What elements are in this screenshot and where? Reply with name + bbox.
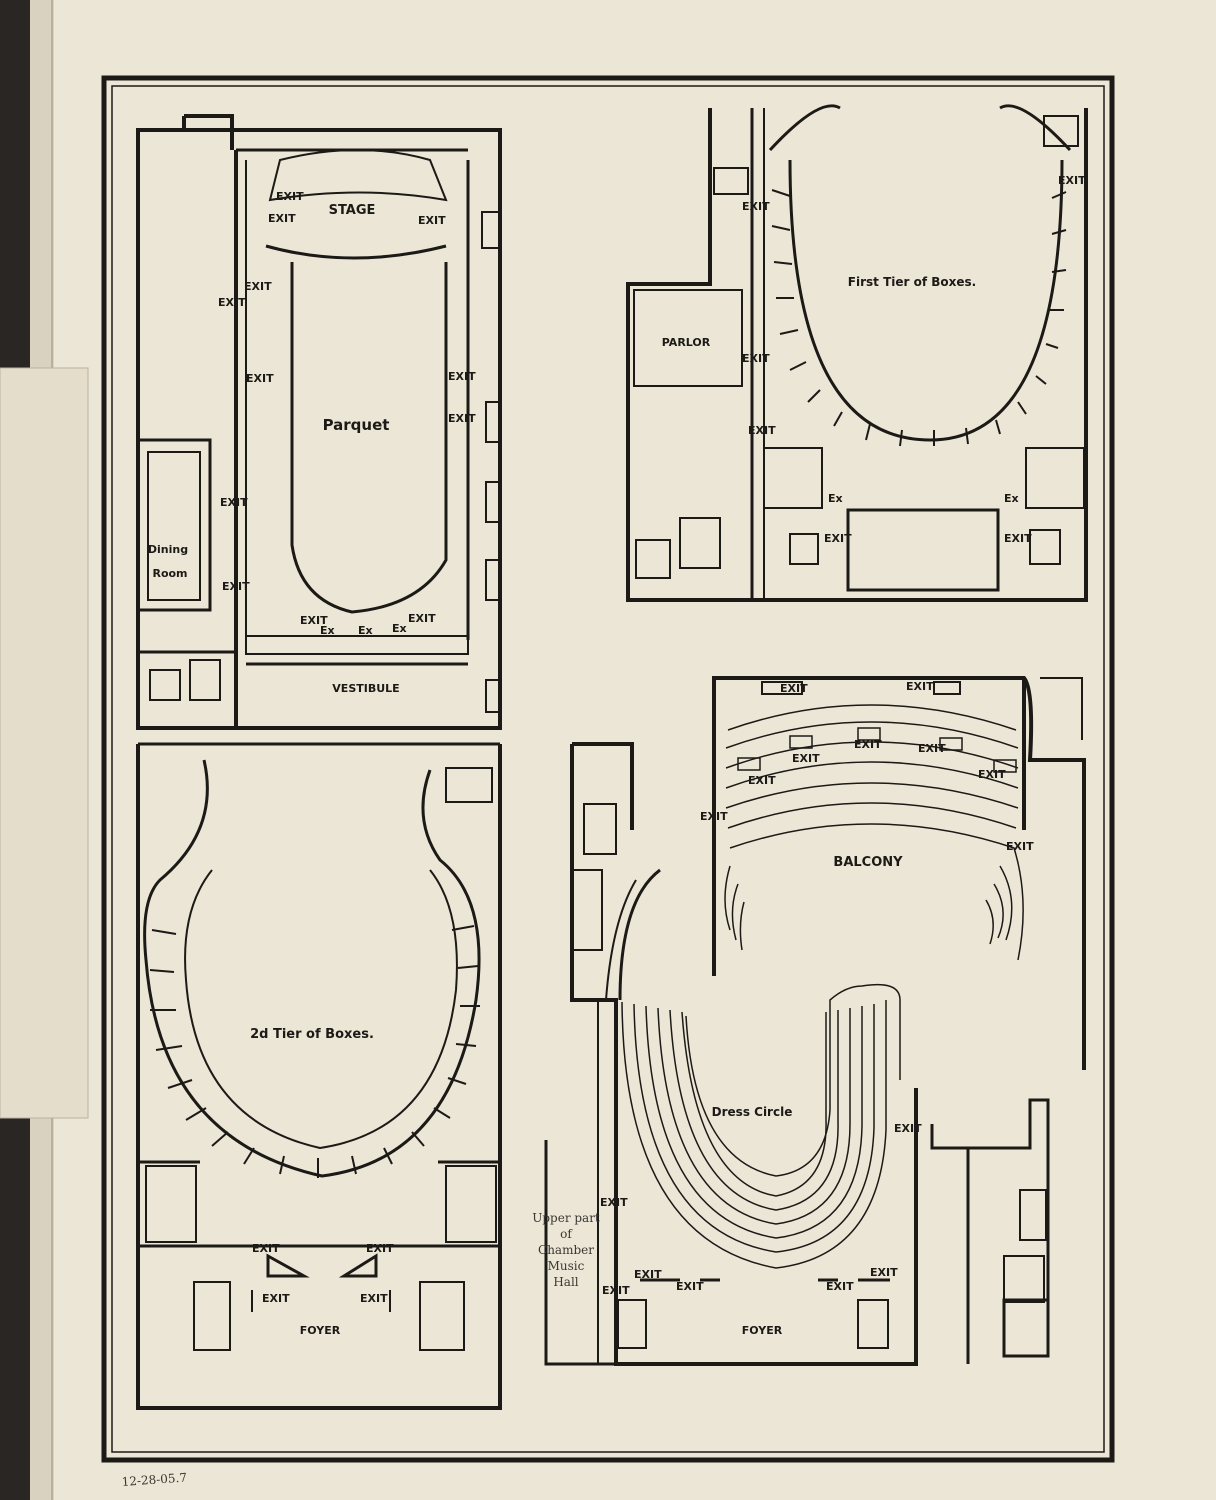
dress-circle-exit-1: EXIT — [894, 1122, 922, 1135]
parquet-exit-10: EXIT — [222, 580, 250, 593]
balcony-exit-6: EXIT — [918, 742, 946, 755]
balcony-exit-3: EXIT — [748, 774, 776, 787]
first-tier-title: First Tier of Boxes. — [848, 275, 976, 289]
first-tier-exit-5: EXIT — [824, 532, 852, 545]
chamber-note-line-5: Hall — [553, 1275, 578, 1289]
balcony-title: BALCONY — [833, 855, 903, 870]
balcony-seat-rows — [724, 704, 1024, 961]
second-tier-exit-2: EXIT — [366, 1242, 394, 1255]
first-tier-exit-3: EXIT — [742, 352, 770, 365]
balcony-exit-8: EXIT — [700, 810, 728, 823]
dress-circle-seat-rows — [621, 983, 901, 1269]
balcony-exit-4: EXIT — [792, 752, 820, 765]
balcony-exit-1: EXIT — [780, 682, 808, 695]
parquet-exit-12: EXIT — [408, 612, 436, 625]
parquet-exit-7: EXIT — [448, 370, 476, 383]
dress-circle-exit-3: EXIT — [634, 1268, 662, 1281]
parquet-vestibule-label: VESTIBULE — [332, 682, 399, 695]
second-tier-exit-3: EXIT — [262, 1292, 290, 1305]
first-tier-parlor-label: PARLOR — [662, 336, 711, 349]
dress-circle-exit-2: EXIT — [600, 1196, 628, 1209]
parquet-dining-label-1: Dining — [148, 543, 188, 556]
parquet-exit-6: EXIT — [246, 372, 274, 385]
parquet-dining-label-2: Room — [152, 567, 187, 580]
dress-circle-foyer-label: FOYER — [742, 1324, 783, 1337]
dress-circle-exit-5: EXIT — [676, 1280, 704, 1293]
paper-sheet — [30, 0, 1216, 1500]
balcony-exit-5: EXIT — [854, 738, 882, 751]
dress-circle-exit-7: EXIT — [870, 1266, 898, 1279]
parquet-stage-label: STAGE — [329, 203, 376, 218]
parquet-exit-11: EXIT — [300, 614, 328, 627]
parquet-exit-9: EXIT — [220, 496, 248, 509]
parquet-ex-2: Ex — [358, 624, 373, 637]
parquet-exit-1: EXIT — [276, 190, 304, 203]
chamber-note-line-1: Upper part — [532, 1211, 600, 1225]
second-tier-title: 2d Tier of Boxes. — [250, 1027, 374, 1042]
first-tier-plan — [626, 104, 1088, 602]
first-tier-box-dividers — [771, 189, 1067, 447]
parquet-plan — [136, 114, 502, 730]
second-tier-foyer-label: FOYER — [300, 1324, 341, 1337]
first-tier-exit-1: EXIT — [742, 200, 770, 213]
balcony-exit-7: EXIT — [978, 768, 1006, 781]
dress-circle-plan — [544, 742, 1050, 1366]
balcony-exit-2: EXIT — [906, 680, 934, 693]
first-tier-ex-2: Ex — [1004, 492, 1019, 505]
second-tier-plan — [136, 742, 502, 1410]
dress-circle-exit-4: EXIT — [602, 1284, 630, 1297]
page-frame — [101, 75, 1115, 1463]
parquet-exit-3: EXIT — [418, 214, 446, 227]
dress-circle-title: Dress Circle — [712, 1105, 793, 1119]
parquet-ex-1: Ex — [320, 624, 335, 637]
second-tier-box-dividers — [149, 925, 480, 1178]
parquet-exit-2: EXIT — [268, 212, 296, 225]
dress-circle-exit-6: EXIT — [826, 1280, 854, 1293]
second-tier-exit-4: EXIT — [360, 1292, 388, 1305]
inserted-slip — [0, 367, 89, 1119]
second-tier-exit-1: EXIT — [252, 1242, 280, 1255]
parquet-ex-3: Ex — [392, 622, 407, 635]
first-tier-exit-2: EXIT — [1058, 174, 1086, 187]
parquet-title: Parquet — [323, 416, 390, 434]
chamber-note-line-2: of — [560, 1227, 573, 1241]
parquet-exit-5: EXIT — [218, 296, 246, 309]
first-tier-exit-6: EXIT — [1004, 532, 1032, 545]
chamber-note-line-4: Music — [548, 1259, 585, 1273]
parquet-exit-8: EXIT — [448, 412, 476, 425]
first-tier-exit-4: EXIT — [748, 424, 776, 437]
chamber-note-line-3: Chamber — [538, 1243, 594, 1257]
first-tier-ex-1: Ex — [828, 492, 843, 505]
parquet-exit-4: EXIT — [244, 280, 272, 293]
handwritten-date: 12-28-05.7 — [121, 1470, 187, 1489]
balcony-exit-9: EXIT — [1006, 840, 1034, 853]
